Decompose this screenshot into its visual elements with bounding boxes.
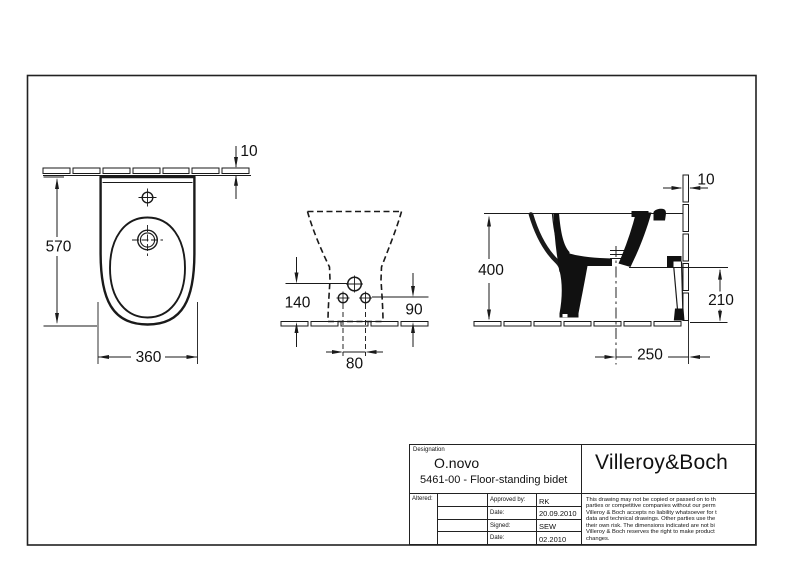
product-description: 5461-00 - Floor-standing bidet [420, 474, 568, 486]
dim-400 [487, 215, 491, 321]
brand-logo: Villeroy&Boch [595, 451, 728, 474]
dim-label-90: 90 [405, 302, 423, 319]
dim-250 [595, 355, 710, 359]
dim-570 [43, 176, 97, 327]
approval-row: Date: 20.09.2010 [438, 506, 581, 520]
fixing-hole-left [336, 291, 350, 305]
dim-360 [97, 302, 198, 364]
front-view [280, 210, 429, 356]
designation-label: Designation [413, 447, 445, 453]
dim-80 [326, 304, 383, 356]
approval-value: 20.09.2010 [539, 509, 577, 519]
dim-label-250: 250 [637, 347, 663, 364]
dim-label-wall-10-top: 10 [240, 143, 258, 160]
disclaimer-line: This drawing may not be copied or passed… [586, 497, 716, 503]
designation-cell: Designation O.novo 5461-00 - Floor-stand… [410, 445, 582, 493]
outlet-stub [667, 256, 682, 268]
drawing-frame [26, 74, 757, 546]
approval-value: SEW [539, 522, 557, 531]
faucet-hole [138, 188, 157, 207]
approval-table: Altered: Approved by: RK Date: 20.09.201… [410, 494, 582, 544]
dim-90 [372, 273, 429, 347]
side-view [473, 174, 728, 365]
dim-label-570: 570 [46, 239, 72, 256]
dim-label-wall-10-side: 10 [697, 172, 715, 189]
approval-row: Date: 02.2010 [438, 532, 581, 544]
altered-label: Altered: [410, 494, 438, 544]
dim-210 [718, 268, 722, 322]
approval-value: 02.2010 [539, 534, 567, 544]
dim-140 [285, 257, 348, 347]
hidden-outline [306, 210, 403, 323]
approval-label: Signed: [488, 519, 537, 532]
front-view-floor-tiles [280, 321, 429, 327]
drain-hole-rear [346, 275, 363, 293]
dim-label-80: 80 [346, 356, 364, 373]
disclaimer: This drawing may not be copied or passed… [582, 494, 755, 544]
dim-10-side-view [663, 186, 708, 190]
top-view [42, 146, 251, 364]
bidet-section [528, 208, 728, 365]
product-series: O.novo [434, 455, 480, 471]
disclaimer-line: Villeroy & Boch reserves the right to ma… [586, 529, 715, 536]
dim-label-210: 210 [708, 292, 734, 309]
disclaimer-line: parties or competitive companies without… [586, 503, 716, 510]
approval-row: Signed: SEW [438, 519, 581, 533]
disclaimer-line: Villeroy & Boch accepts no liability wha… [586, 509, 717, 516]
basin-rim [109, 216, 186, 319]
dim-label-400: 400 [478, 262, 504, 279]
side-view-wall-tiles [682, 174, 689, 321]
approval-row: Approved by: RK [438, 494, 581, 507]
approval-value: RK [539, 496, 550, 506]
dim-10-top-view [234, 146, 238, 199]
top-view-wall-tiles [42, 167, 250, 174]
disclaimer-line: their own risk. The dimensions indicated… [586, 522, 715, 529]
approval-label: Date: [488, 506, 537, 519]
dim-label-360: 360 [136, 349, 162, 366]
side-view-floor-tiles [473, 321, 682, 327]
disclaimer-line: data and technical drawings. Other parti… [586, 516, 716, 523]
approval-label: Date: [488, 532, 537, 544]
drain-hole [132, 225, 163, 256]
brand-cell: Villeroy&Boch [582, 445, 755, 493]
disclaimer-line: changes. [586, 535, 610, 542]
approval-label: Approved by: [488, 494, 537, 506]
title-block: Designation O.novo 5461-00 - Floor-stand… [409, 444, 756, 545]
fixing-hole-right [359, 291, 372, 305]
dim-label-140: 140 [285, 295, 311, 312]
